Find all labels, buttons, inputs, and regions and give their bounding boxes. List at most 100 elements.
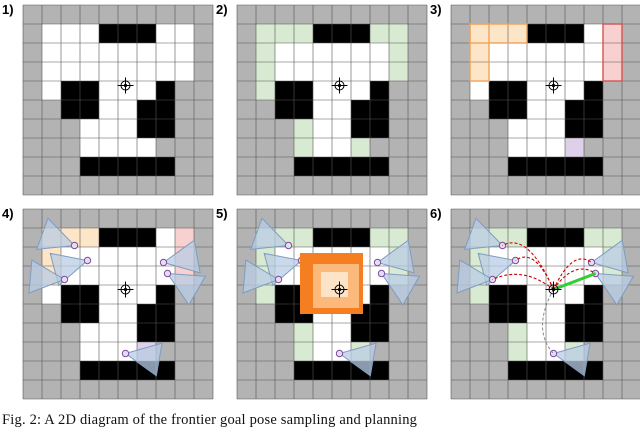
free-cell [256, 43, 275, 62]
occupied-cell [61, 304, 80, 323]
occupied-cell [294, 361, 313, 380]
unknown-cell [175, 138, 194, 157]
cluster-outline [602, 23, 623, 82]
free-cell [275, 43, 294, 62]
free-cell [80, 342, 99, 361]
occupied-cell [527, 157, 546, 176]
unknown-cell [565, 380, 584, 399]
unknown-cell [156, 209, 175, 228]
free-cell [294, 228, 313, 247]
occupied-cell [332, 361, 351, 380]
panel-4-pose-sampling [22, 208, 214, 400]
free-cell [527, 119, 546, 138]
occupied-cell [80, 157, 99, 176]
panel-label: 3) [430, 2, 442, 17]
free-cell [275, 24, 294, 43]
unknown-cell [489, 342, 508, 361]
unknown-cell [237, 157, 256, 176]
occupied-cell [546, 361, 565, 380]
unknown-cell [23, 43, 42, 62]
pose-marker-icon [284, 241, 293, 250]
unknown-cell [256, 138, 275, 157]
free-cell [470, 24, 489, 43]
free-cell [603, 43, 622, 62]
free-cell [156, 62, 175, 81]
unknown-cell [294, 209, 313, 228]
unknown-cell [61, 138, 80, 157]
occupied-cell [275, 100, 294, 119]
occupied-cell [565, 228, 584, 247]
unknown-cell [237, 43, 256, 62]
free-cell [175, 228, 194, 247]
unknown-cell [237, 119, 256, 138]
unknown-cell [313, 380, 332, 399]
occupied-cell [584, 119, 603, 138]
view-cone-icon [594, 272, 635, 306]
free-cell [313, 100, 332, 119]
free-cell [389, 43, 408, 62]
free-cell [508, 323, 527, 342]
unknown-cell [80, 176, 99, 195]
occupied-cell [351, 100, 370, 119]
unknown-cell [237, 228, 256, 247]
unknown-cell [603, 81, 622, 100]
unknown-cell [603, 380, 622, 399]
free-cell [584, 43, 603, 62]
occupied-cell [294, 157, 313, 176]
unknown-cell [256, 304, 275, 323]
unknown-cell [389, 100, 408, 119]
unknown-cell [408, 247, 427, 266]
robot-icon [337, 287, 342, 292]
unknown-cell [603, 323, 622, 342]
free-cell [118, 138, 137, 157]
unknown-cell [584, 209, 603, 228]
unknown-cell [175, 157, 194, 176]
pose-marker-icon [121, 349, 130, 358]
view-cone-icon [456, 259, 494, 294]
unknown-cell [294, 380, 313, 399]
unknown-cell [194, 62, 213, 81]
unknown-cell [61, 176, 80, 195]
occupied-cell [508, 157, 527, 176]
unknown-cell [622, 304, 640, 323]
unknown-cell [489, 157, 508, 176]
occupied-cell [370, 119, 389, 138]
occupied-cell [370, 323, 389, 342]
free-cell [156, 228, 175, 247]
occupied-cell [61, 81, 80, 100]
occupied-cell [489, 304, 508, 323]
free-cell [370, 62, 389, 81]
occupied-cell [99, 228, 118, 247]
unknown-cell [194, 24, 213, 43]
unknown-cell [546, 5, 565, 24]
unknown-cell [332, 209, 351, 228]
unknown-cell [622, 5, 640, 24]
unknown-cell [137, 5, 156, 24]
robot-icon [337, 83, 342, 88]
unknown-cell [470, 176, 489, 195]
unknown-cell [42, 342, 61, 361]
unknown-cell [175, 342, 194, 361]
free-cell [118, 119, 137, 138]
unknown-cell [351, 380, 370, 399]
free-cell [332, 62, 351, 81]
free-cell [546, 100, 565, 119]
robot-icon [123, 287, 128, 292]
free-cell [332, 323, 351, 342]
unknown-cell [313, 176, 332, 195]
free-cell [565, 81, 584, 100]
unknown-cell [194, 285, 213, 304]
free-cell [137, 138, 156, 157]
unknown-cell [42, 138, 61, 157]
unknown-cell [332, 176, 351, 195]
occupied-cell [546, 157, 565, 176]
occupied-cell [332, 228, 351, 247]
free-cell [546, 323, 565, 342]
unknown-cell [23, 24, 42, 43]
unknown-cell [194, 100, 213, 119]
unknown-cell [603, 342, 622, 361]
free-cell [99, 62, 118, 81]
unknown-cell [451, 100, 470, 119]
occupied-cell [156, 81, 175, 100]
unknown-cell [194, 209, 213, 228]
